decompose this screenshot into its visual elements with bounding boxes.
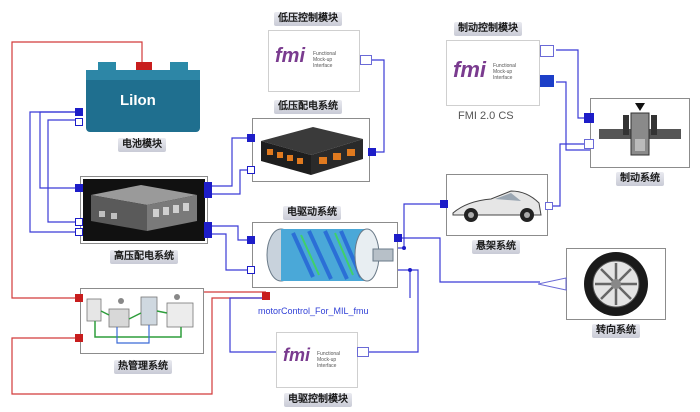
motor-control-label: 电驱控制模块	[284, 393, 352, 407]
battery-port-1[interactable]	[75, 108, 83, 116]
brake-control-fmu[interactable]: fmi Functional Mock-up Interface	[446, 40, 540, 106]
steering-input-port[interactable]	[538, 277, 568, 291]
motor-block[interactable]	[252, 222, 398, 288]
battery-icon	[86, 62, 200, 132]
lv-dist-port-2[interactable]	[247, 166, 255, 174]
hv-port-3[interactable]	[75, 228, 83, 236]
lv-control-port[interactable]	[360, 55, 372, 65]
motor-port-2[interactable]	[247, 266, 255, 274]
brake-control-port-1[interactable]	[540, 45, 554, 57]
motor-control-port[interactable]	[357, 347, 369, 357]
battery-label: 电池模块	[118, 138, 166, 152]
brake-system-block[interactable]	[590, 98, 690, 168]
lv-control-fmu[interactable]: fmi Functional Mock-up Interface	[268, 30, 360, 92]
hv-distribution-label: 高压配电系统	[110, 250, 178, 264]
controller-box-icon	[261, 127, 363, 175]
hv-port-1[interactable]	[75, 184, 83, 192]
hv-port-4[interactable]	[204, 182, 212, 190]
motor-port-3[interactable]	[394, 234, 402, 242]
fmi-tagline: Functional Mock-up Interface	[317, 351, 341, 369]
lv-distribution-label: 低压配电系统	[274, 100, 342, 114]
fmi-tagline: Functional Mock-up Interface	[313, 51, 337, 69]
controller-box-icon	[83, 179, 205, 241]
suspension-port-2[interactable]	[545, 202, 553, 210]
wheel-icon	[584, 252, 648, 316]
suspension-block[interactable]	[446, 174, 548, 236]
motor-label: 电驱动系统	[283, 206, 341, 220]
fmi-tagline: Functional Mock-up Interface	[493, 63, 517, 81]
brake-sys-port-1[interactable]	[584, 113, 594, 123]
motor-port-1[interactable]	[247, 236, 255, 244]
brake-control-label: 制动控制模块	[454, 22, 522, 36]
brake-sys-port-2[interactable]	[584, 139, 594, 149]
brake-control-port-2[interactable]	[540, 75, 554, 87]
hv-port-7[interactable]	[204, 230, 212, 238]
steering-label: 转向系统	[592, 324, 640, 338]
battery-type-text: LiIon	[120, 92, 156, 109]
thermal-system-icon	[86, 294, 194, 344]
hv-port-2[interactable]	[75, 218, 83, 226]
lv-control-label: 低压控制模块	[274, 12, 342, 26]
thermal-label: 热管理系统	[114, 360, 172, 374]
motor-instance-name: motorControl_For_MIL_fmu	[258, 306, 369, 316]
steering-block[interactable]	[566, 248, 666, 320]
fmi-logo-icon: fmi	[283, 345, 310, 365]
lv-dist-port-1[interactable]	[247, 134, 255, 142]
suspension-port-1[interactable]	[440, 200, 448, 208]
suspension-label: 悬架系统	[472, 240, 520, 254]
brake-system-label: 制动系统	[616, 172, 664, 186]
hv-port-6[interactable]	[204, 222, 212, 230]
thermal-block[interactable]	[80, 288, 204, 354]
hv-distribution-block[interactable]	[80, 176, 208, 244]
lv-dist-port-3[interactable]	[368, 148, 376, 156]
thermal-port-1[interactable]	[75, 294, 83, 302]
car-icon	[452, 190, 542, 222]
fmi-logo-icon: fmi	[453, 57, 486, 82]
battery-port-2[interactable]	[75, 118, 83, 126]
motor-port-red[interactable]	[262, 292, 270, 300]
thermal-port-2[interactable]	[75, 334, 83, 342]
brake-control-caption: FMI 2.0 CS	[458, 110, 514, 122]
motor-control-fmu[interactable]: fmi Functional Mock-up Interface	[276, 332, 358, 388]
battery-block[interactable]: LiIon	[80, 62, 204, 134]
hv-port-5[interactable]	[204, 190, 212, 198]
brake-disc-icon	[599, 103, 681, 156]
fmi-logo-icon: fmi	[275, 45, 305, 67]
motor-icon	[266, 228, 394, 282]
lv-distribution-block[interactable]	[252, 118, 370, 182]
